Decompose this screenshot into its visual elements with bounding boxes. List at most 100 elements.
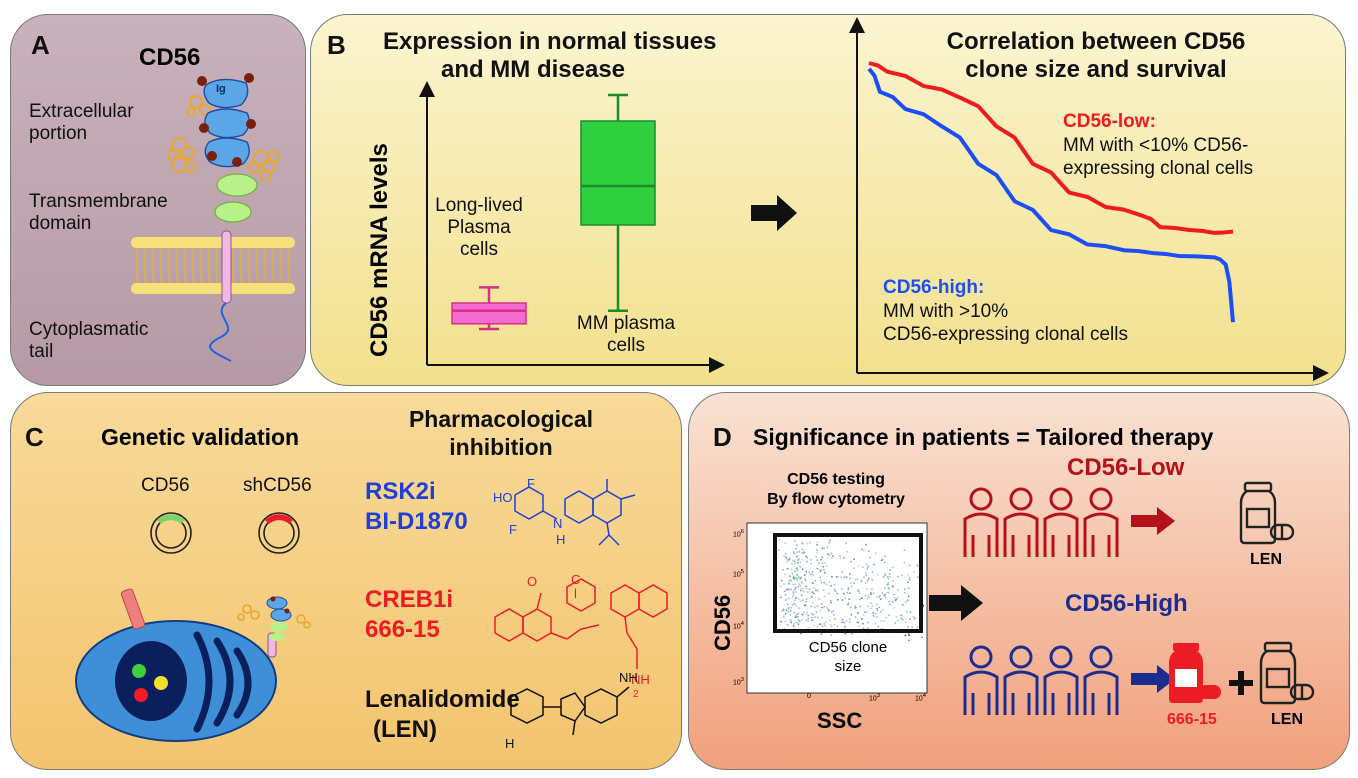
flow-event-dot [800,594,803,596]
drug-bi-d1870: BI-D1870 [365,508,468,535]
flow-event-dot [842,592,845,595]
survival-series-cd56-high [867,67,1235,323]
flow-event-dot [793,611,796,614]
flow-event-dot [896,575,899,578]
flow-event-dot [792,583,795,586]
cd56-low-desc-2: expressing clonal cells [1063,158,1254,179]
fibronectin-domains [214,173,258,223]
flow-event-dot [834,618,836,621]
flow-event-dot [863,549,865,552]
flow-event-dot [813,592,815,595]
flow-event-dot [818,568,821,571]
flow-event-dot [835,575,838,578]
flow-event-dot [876,610,879,612]
flow-event-dot [788,558,791,561]
flow-event-dot [801,599,804,602]
flow-event-dot [875,622,877,625]
flow-event-dot [876,596,878,599]
flow-event-dot [821,556,824,559]
y-axis-label: CD56 mRNA levels [366,143,393,357]
flow-event-dot [826,607,828,609]
flow-event-dot [832,610,835,612]
flow-event-dot [787,597,790,600]
testing-label: CD56 testing [787,471,885,488]
flow-event-dot [791,573,794,576]
flow-event-dot [897,619,900,622]
flow-event-dot [787,603,789,606]
drug-len: (LEN) [373,716,437,743]
plasmid-cd56-label: CD56 [141,475,190,496]
flow-event-dot [849,592,851,595]
flow-event-dot [873,563,875,566]
flow-event-dot [833,588,836,591]
cd56-low-label: CD56-low: [1063,111,1156,132]
flow-event-dot [841,599,844,601]
flow-event-dot [912,571,915,573]
flow-event-dot [872,592,875,595]
flow-event-dot [797,623,800,626]
flow-event-dot [877,625,880,628]
flow-x-label: SSC [817,708,863,733]
flow-event-dot [830,625,833,628]
flow-event-dot [794,583,796,586]
flow-event-dot [784,542,787,545]
flow-event-dot [798,598,800,600]
flow-event-dot [819,609,821,612]
pill-bottle-666-15-icon [1169,643,1221,703]
flow-event-dot [823,595,826,598]
flow-event-dot [852,567,855,570]
flow-event-dot [803,574,806,576]
flow-event-dot [844,625,846,627]
flow-event-dot [833,623,836,626]
flow-event-dot [830,552,833,555]
flow-event-dot [871,571,874,573]
flow-event-dot [911,626,913,628]
chem-nh-2: NH [619,670,638,685]
flow-event-dot [846,550,849,553]
panel-letter: A [31,30,50,60]
mmpc-label: MM plasma [576,313,676,334]
flow-event-dot [799,577,802,580]
flow-event-dot [780,579,783,581]
flow-event-dot [806,560,809,563]
flow-event-dot [901,604,904,606]
flow-event-dot [864,594,867,597]
flow-event-dot [893,596,896,599]
lipid-bilayer [131,237,295,294]
flow-event-dot [909,579,911,581]
flow-event-dot [858,592,861,594]
flow-event-dot [916,565,919,567]
flow-event-dot [861,566,864,569]
flow-event-dot [849,577,852,579]
label-cytoplasmatic: Cytoplasmatic [29,319,149,340]
endoplasmic-reticulum [193,631,252,733]
plus-icon [1229,671,1253,695]
flow-event-dot [789,613,792,616]
flow-event-dot [841,571,844,573]
flow-event-dot [785,609,788,611]
flow-event-dot [842,556,845,559]
flow-event-dot [875,615,878,618]
correlation-title-2: clone size and survival [965,56,1227,83]
flow-event-dot [847,587,850,589]
cd56-low-desc: MM with <10% CD56- [1063,135,1249,156]
flow-event-dot [812,624,815,627]
flow-event-dot [856,611,859,614]
flow-event-dot [803,611,805,614]
flow-event-dot [901,618,904,621]
flow-event-dot [869,556,871,559]
chem-c: C [571,572,581,587]
chem-o: O [527,574,538,589]
flow-event-dot [884,587,886,589]
flow-event-dot [883,561,886,564]
flow-event-dot [804,578,807,580]
flow-event-dot [849,621,851,623]
flow-event-dot [848,573,851,575]
flow-event-dot [826,546,829,549]
flow-event-dot [850,606,852,609]
testing-label-2: By flow cytometry [767,491,905,508]
flow-event-dot [853,582,855,585]
flow-event-dot [811,581,814,584]
flow-event-dot [784,552,787,555]
flow-event-dot [797,607,800,610]
